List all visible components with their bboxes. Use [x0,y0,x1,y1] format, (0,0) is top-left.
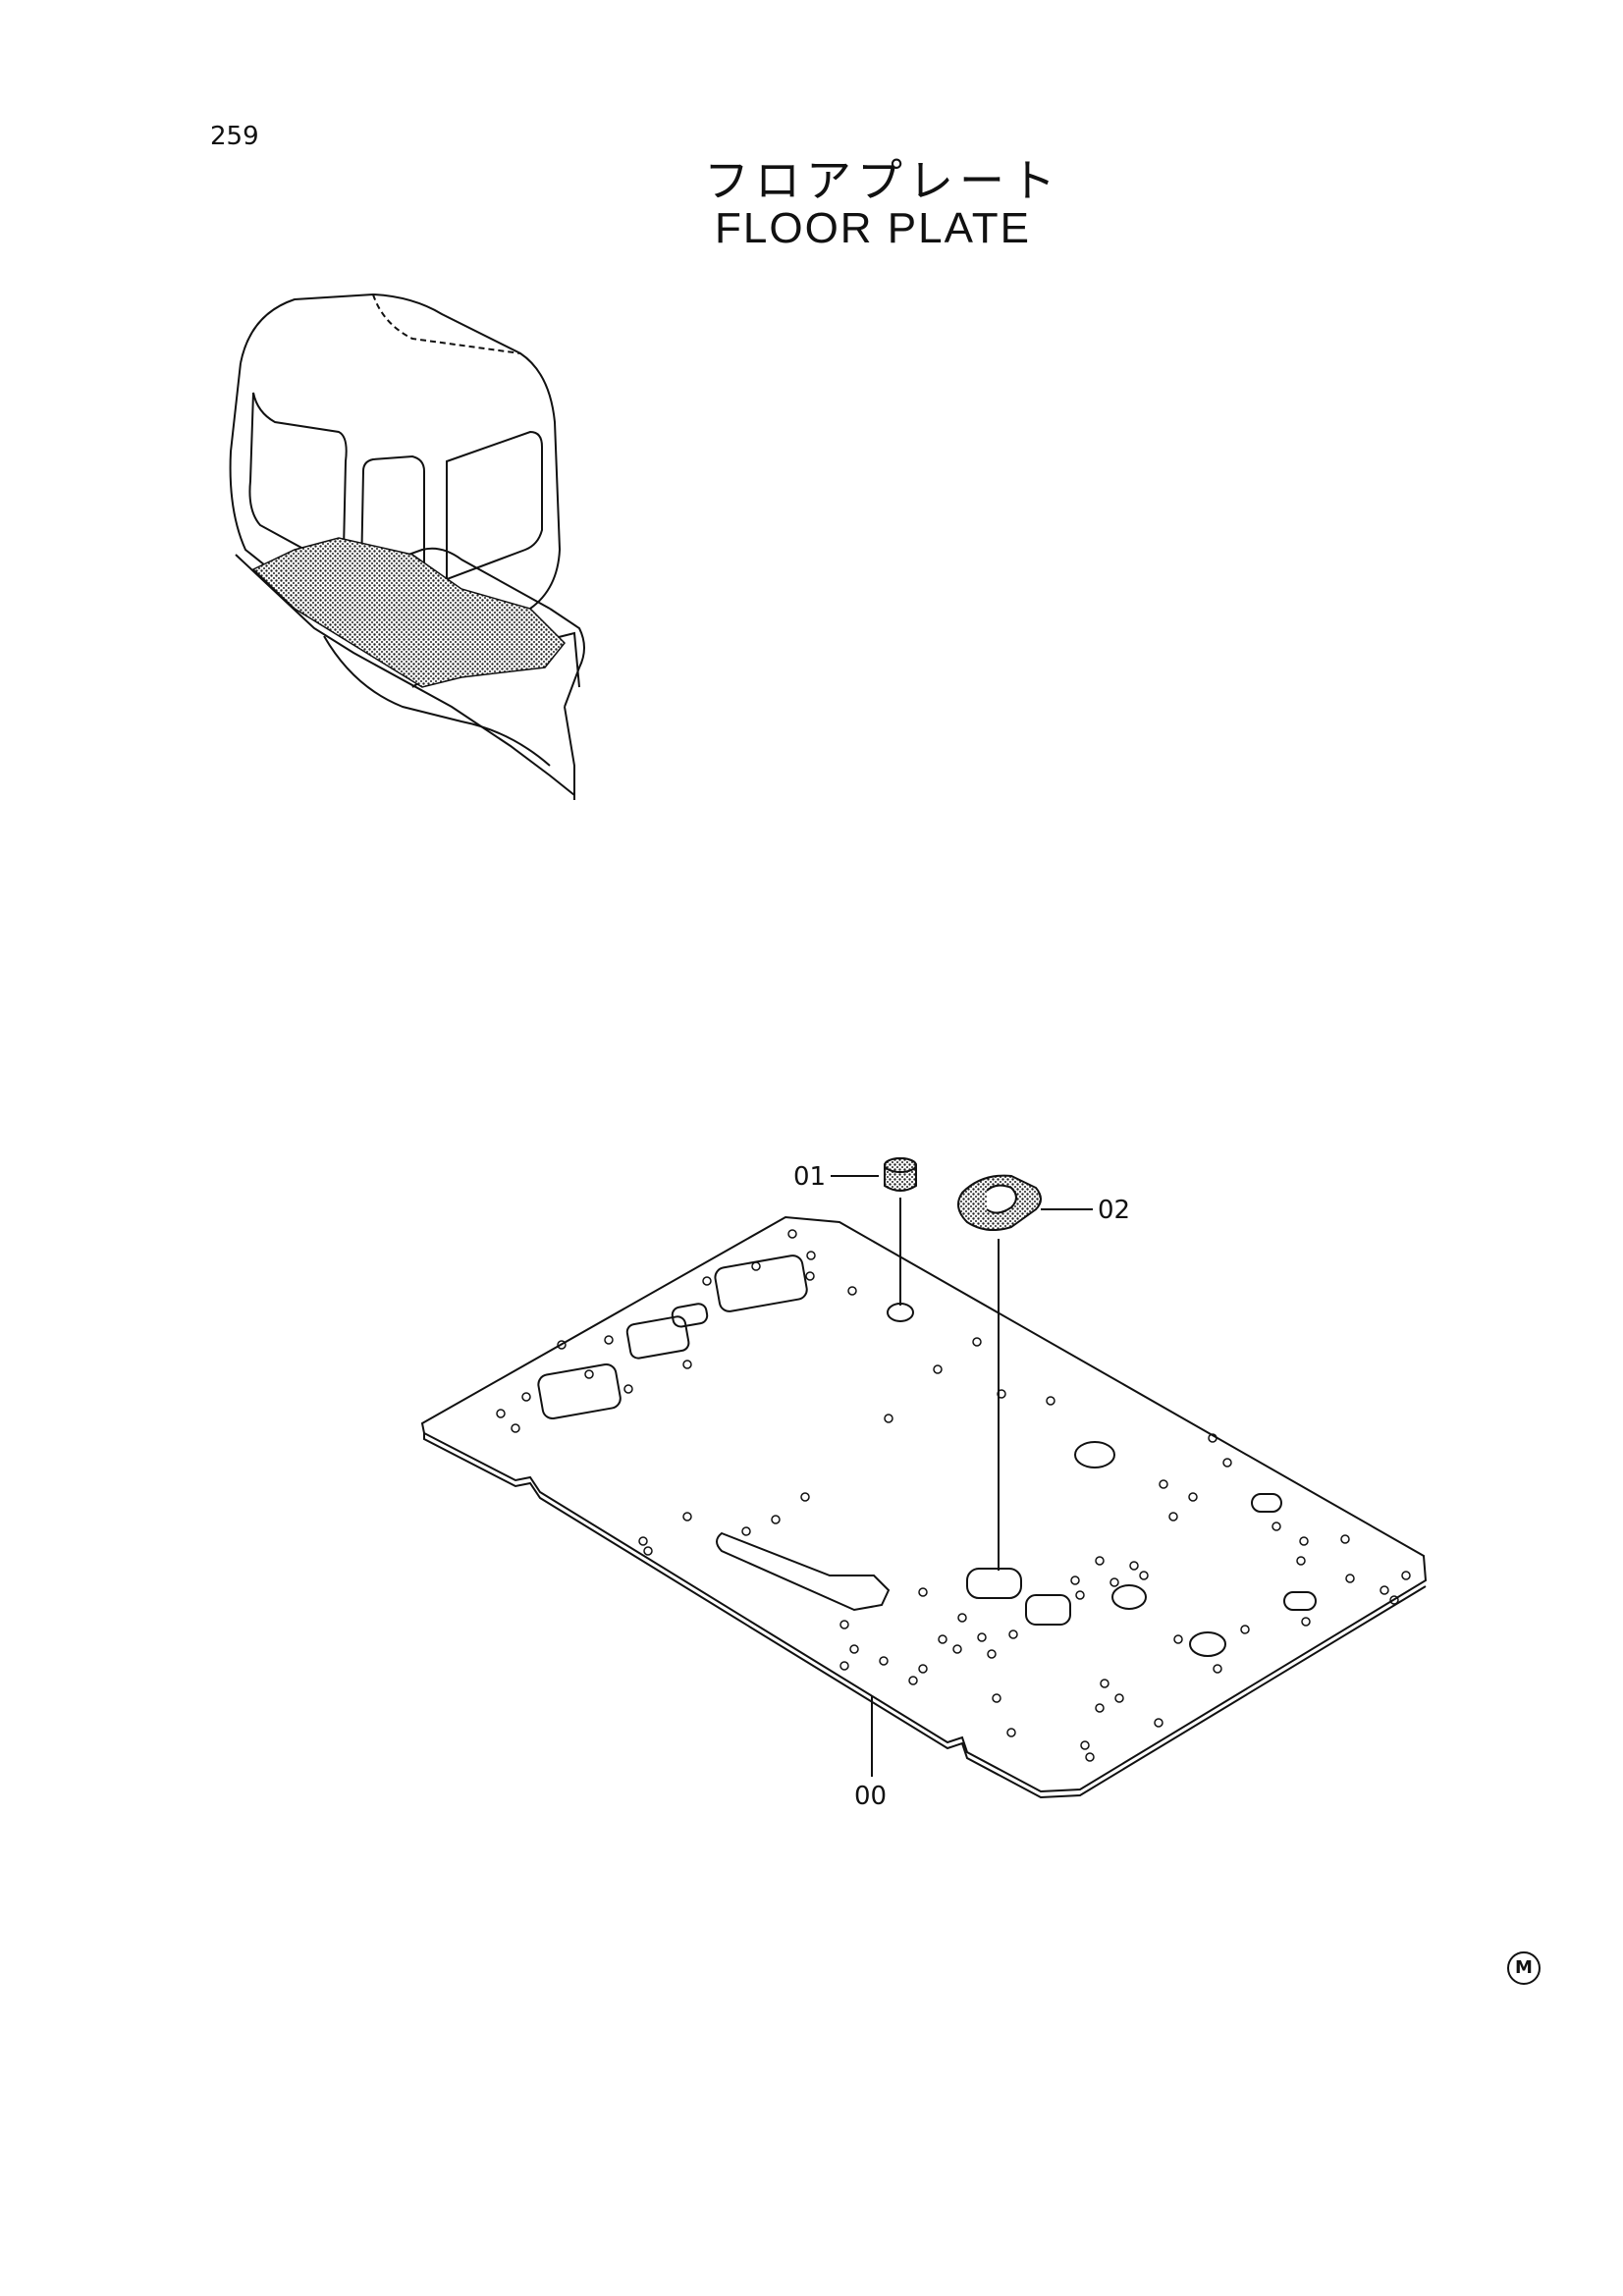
leader-lines [831,1175,1093,1777]
part-02-grommet [957,1174,1042,1232]
slot-cutout [1283,1591,1317,1611]
floor-plate-drawing [420,1215,1428,1799]
large-hole [1189,1631,1226,1657]
slot-cutout [966,1568,1022,1599]
footer-m-mark: M [1507,1951,1541,1985]
callout-00: 00 [854,1782,888,1811]
page-number: 259 [210,122,259,151]
floor-plate-outline [420,1215,1428,1793]
large-hole [1111,1584,1147,1610]
cab-floor-highlight [251,537,567,688]
large-hole [887,1303,914,1322]
callout-01: 01 [793,1162,827,1192]
page-title-japanese: フロアプレート [704,154,1061,207]
slot-cutout [537,1362,622,1420]
slot-cutout [1251,1493,1282,1513]
slot-cutout [625,1315,690,1360]
slot-cutout [714,1255,808,1312]
part-01-cap [884,1157,917,1192]
large-hole [1074,1441,1115,1468]
slot-cutout [1025,1594,1071,1626]
long-slot-cutout [716,1531,891,1612]
small-holes [496,1229,1411,1762]
cab-overview-illustration [229,293,585,800]
page-title-english: FLOOR PLATE [715,204,1031,252]
slot-cutout [671,1303,709,1328]
callout-02: 02 [1098,1196,1131,1225]
